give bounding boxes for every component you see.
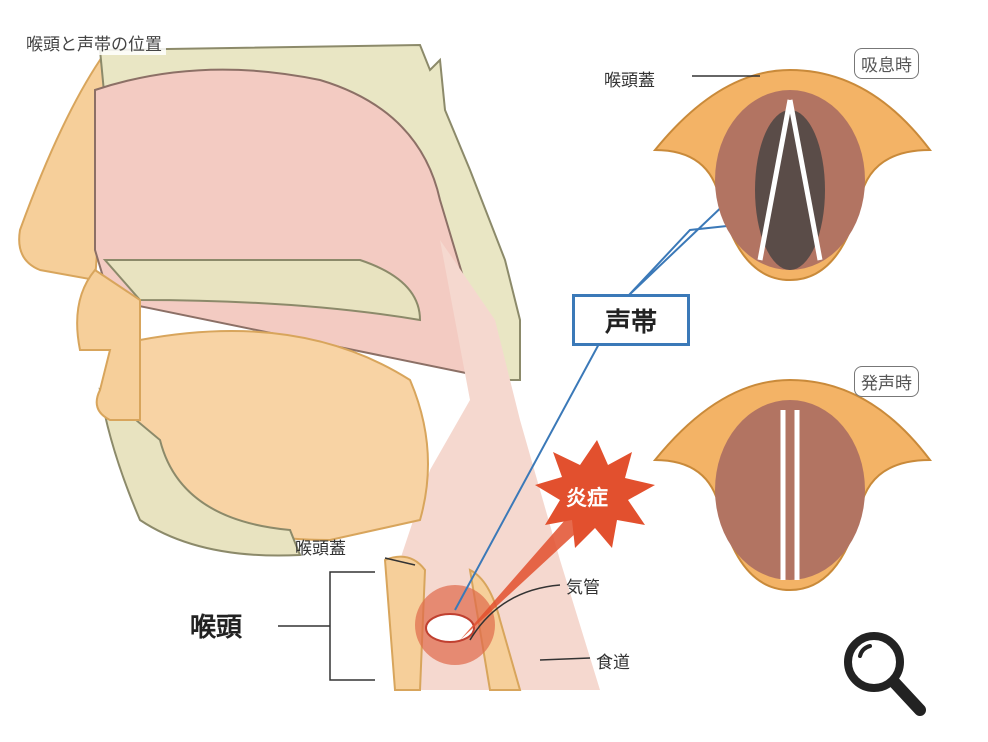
- label-trachea: 気管: [566, 578, 600, 598]
- larynx-bracket: [278, 571, 375, 681]
- glottis-phonation: [652, 378, 933, 592]
- nasal-bone: [18, 58, 112, 282]
- badge-phonation: 発声時: [854, 366, 919, 397]
- label-epiglottis-top: 喉頭蓋: [604, 71, 655, 91]
- epiglottis-shape: [383, 555, 427, 691]
- vocal-cord-opening: [425, 613, 475, 643]
- label-larynx: 喉頭: [190, 613, 243, 643]
- lips: [76, 268, 141, 421]
- jaw: [98, 387, 302, 557]
- label-esophagus: 食道: [596, 653, 630, 673]
- diagram-title: 喉頭と声帯の位置: [22, 30, 166, 55]
- label-vocal-cords: 声帯: [572, 294, 690, 346]
- palate: [102, 259, 422, 322]
- magnifier-icon[interactable]: [838, 628, 933, 727]
- glottis-inhale: [652, 68, 933, 282]
- label-inflammation: 炎症: [566, 486, 608, 510]
- pharynx: [400, 240, 600, 690]
- label-epiglottis-side: 喉頭蓋: [295, 539, 346, 559]
- badge-inhale: 吸息時: [854, 48, 919, 79]
